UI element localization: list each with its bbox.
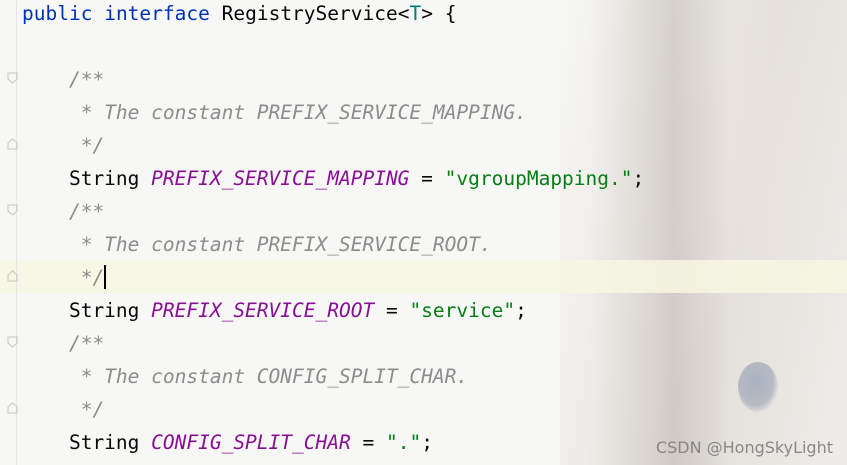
code-token-comment: * The constant PREFIX_SERVICE_MAPPING. bbox=[22, 101, 527, 124]
code-line[interactable]: * The constant PREFIX_SERVICE_ROOT. bbox=[22, 231, 492, 259]
code-line[interactable]: */ bbox=[22, 264, 107, 292]
code-token-comment: */ bbox=[22, 134, 105, 157]
code-token-plain: String bbox=[22, 431, 152, 454]
code-token-plain: ; bbox=[515, 299, 527, 322]
code-token-plain: String bbox=[22, 299, 152, 322]
code-token-comment: * The constant CONFIG_SPLIT_CHAR. bbox=[22, 365, 469, 388]
background-photo-hair bbox=[590, 0, 730, 465]
text-caret bbox=[104, 265, 107, 289]
fold-open-icon[interactable] bbox=[7, 72, 18, 84]
code-token-plain: = bbox=[350, 431, 386, 454]
code-token-comment: /** bbox=[22, 200, 105, 223]
code-token-plain: = bbox=[409, 167, 445, 190]
code-line[interactable]: /** bbox=[22, 66, 104, 94]
code-line[interactable]: String PREFIX_SERVICE_ROOT = "service"; bbox=[22, 297, 527, 325]
fold-close-icon[interactable] bbox=[7, 270, 18, 282]
code-token-str: "service" bbox=[409, 299, 516, 322]
fold-open-icon[interactable] bbox=[7, 204, 18, 216]
code-token-const: PREFIX_SERVICE_MAPPING bbox=[151, 167, 410, 190]
code-line[interactable]: public interface RegistryService<T> { bbox=[22, 0, 456, 28]
code-token-plain: RegistryService< bbox=[209, 2, 410, 25]
background-photo bbox=[560, 0, 847, 465]
fold-close-icon[interactable] bbox=[7, 138, 18, 150]
watermark: CSDN @HongSkyLight bbox=[655, 438, 833, 457]
code-line[interactable]: /** bbox=[22, 198, 104, 226]
code-token-comment: /** bbox=[22, 68, 105, 91]
code-token-comment: */ bbox=[22, 398, 105, 421]
code-line[interactable]: * The constant CONFIG_SPLIT_CHAR. bbox=[22, 363, 468, 391]
code-line[interactable]: String PREFIX_SERVICE_MAPPING = "vgroupM… bbox=[22, 165, 644, 193]
code-token-kw: interface bbox=[104, 2, 210, 25]
code-token-typep: T bbox=[409, 2, 422, 25]
fold-close-icon[interactable] bbox=[7, 402, 18, 414]
code-line[interactable]: */ bbox=[22, 132, 105, 160]
code-line[interactable]: * The constant PREFIX_SERVICE_MAPPING. bbox=[22, 99, 527, 127]
code-token-plain: String bbox=[22, 167, 152, 190]
code-token-comment: */ bbox=[22, 266, 105, 289]
code-line[interactable]: String CONFIG_SPLIT_CHAR = "."; bbox=[22, 429, 433, 457]
fold-open-icon[interactable] bbox=[7, 336, 18, 348]
code-token-const: PREFIX_SERVICE_ROOT bbox=[151, 299, 375, 322]
code-token-plain: = bbox=[374, 299, 410, 322]
code-token-str: "vgroupMapping." bbox=[444, 167, 633, 190]
code-token-str: "." bbox=[385, 431, 422, 454]
code-token-kw: public bbox=[22, 2, 93, 25]
code-token-plain bbox=[92, 2, 104, 25]
gutter-divider bbox=[16, 0, 17, 465]
code-token-const: CONFIG_SPLIT_CHAR bbox=[151, 431, 351, 454]
code-token-comment: * The constant PREFIX_SERVICE_ROOT. bbox=[22, 233, 492, 256]
background-photo-earring bbox=[738, 362, 778, 412]
code-token-plain: ; bbox=[421, 431, 433, 454]
code-line[interactable]: */ bbox=[22, 396, 105, 424]
current-line-highlight bbox=[0, 260, 847, 293]
code-token-plain: > { bbox=[421, 2, 457, 25]
code-token-comment: /** bbox=[22, 332, 105, 355]
code-line[interactable]: /** bbox=[22, 330, 104, 358]
code-token-plain: ; bbox=[632, 167, 645, 190]
